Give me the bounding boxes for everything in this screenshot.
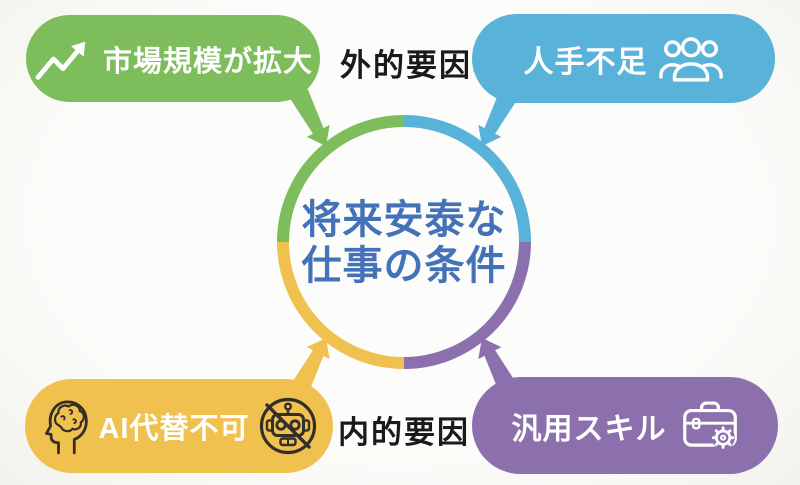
brain-head-icon [45, 400, 89, 455]
center-title-line2: 仕事の条件 [301, 244, 507, 288]
trending-up-arrowhead [71, 41, 86, 57]
center-title: 将来安泰な 仕事の条件 [302, 197, 507, 289]
no-robot-icon [259, 397, 316, 455]
arrow-green [290, 89, 330, 146]
arrow-blue [478, 89, 518, 146]
no-robot-stroke [259, 397, 316, 455]
node-market-growth-label: 市場規模が拡大 [102, 45, 313, 78]
node-ai-irreplaceable: AI代替不可 [25, 379, 333, 473]
ring-segment-yellow [277, 241, 405, 369]
label-external-factors: 外的要因 [340, 48, 472, 83]
toolbox-stroke [682, 401, 737, 447]
node-ai-irreplaceable-label: AI代替不可 [98, 413, 250, 445]
ring-segment-green [277, 115, 405, 243]
people-group-stroke [658, 37, 723, 82]
center-ring [277, 115, 531, 369]
brain-head-stroke [45, 400, 89, 455]
node-market-growth: 市場規模が拡大 [26, 15, 320, 102]
trending-up-icon [35, 41, 86, 80]
center-title-line1: 将来安泰な [301, 198, 507, 242]
node-labor-shortage: 人手不足 [472, 14, 775, 103]
ring-segment-blue [403, 115, 531, 243]
people-group-icon [658, 37, 723, 82]
trending-up-stroke [35, 48, 80, 80]
ring-segment-purple [403, 241, 531, 369]
toolbox-gear-icon [682, 401, 737, 450]
gear-stroke [711, 426, 734, 449]
label-internal-factors: 内的要因 [338, 415, 470, 450]
node-labor-shortage-label: 人手不足 [523, 45, 648, 79]
node-general-skills: 汎用スキル [472, 377, 778, 474]
node-general-skills-label: 汎用スキル [511, 412, 667, 446]
